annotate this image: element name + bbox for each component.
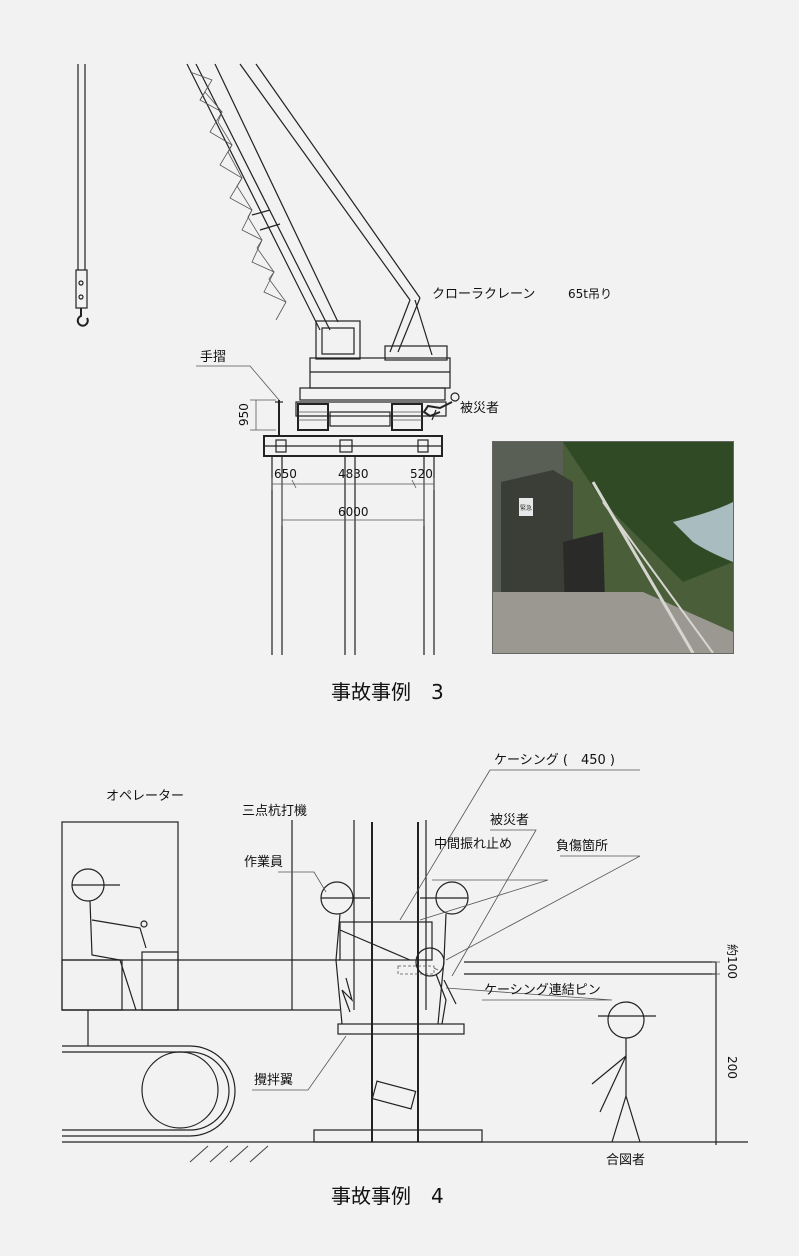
dim-right-label: 520 [410,467,433,481]
operator-label: オペレーター [106,789,184,804]
worker-right [420,881,469,1025]
signaler-figure [591,1001,656,1143]
dimension-950 [250,399,276,431]
lattice-boom [186,63,433,356]
dim-total-label: 6000 [338,505,369,519]
operator-cab [61,821,340,1011]
leader-lines [252,769,641,1091]
case3-drawing: 手摺 950 被災者 クローラクレーン 65t吊り 65 [75,63,612,704]
victim-label-4: 被災者 [490,813,529,828]
signaler-label: 合図者 [606,1153,645,1168]
site-photo: 緊急 [492,441,734,654]
crane-body [299,320,451,401]
crane-hook [75,64,89,327]
case3-caption: 事故事例 3 [331,680,444,704]
deck-line [464,961,720,1145]
handrail-label: 手摺 [200,350,226,365]
victim-figure-4 [415,947,457,1025]
victim-figure [422,392,460,421]
pile-driver-mast [291,820,427,1010]
injury-point-label: 負傷箇所 [556,838,608,854]
casing-label: ケーシング ( 450 ) [494,753,615,768]
ground-hatch [189,1145,269,1163]
worker-label: 作業員 [244,854,283,870]
mid-stopper-label: 中間振れ止め [434,837,512,852]
case4-caption: 事故事例 4 [331,1184,444,1208]
crawler-tracks [295,401,447,431]
dim-left-label: 650 [274,467,297,481]
dim-height-label: 950 [237,403,251,426]
handrail-leader [196,365,280,401]
dim-center-label: 4830 [338,467,369,481]
casing [313,822,483,1143]
site-photo-drawing: 緊急 [493,442,733,653]
pile-driver-label: 三点杭打機 [242,804,307,819]
dim-200-label: 200 [725,1056,739,1079]
photo-sign-text: 緊急 [520,504,532,512]
handrail [275,400,283,436]
pile-driver-crawler [62,1010,236,1137]
bottom-dimensions [271,478,435,526]
dim-approx-label: 約100 [725,944,740,979]
case4-drawing: オペレーター 三点杭打機 ケーシング ( 450 ) 中間振れ止め 負傷箇所 作… [61,753,748,1208]
crane-capacity: 65t吊り [568,287,612,301]
casing-pin-label: ケーシング連結ピン [484,983,601,998]
worker-left [320,881,370,1025]
victim-label: 被災者 [460,401,499,416]
crane-label: クローラクレーン [432,287,535,302]
stirring-wing-label: 攪拌翼 [254,1073,293,1088]
